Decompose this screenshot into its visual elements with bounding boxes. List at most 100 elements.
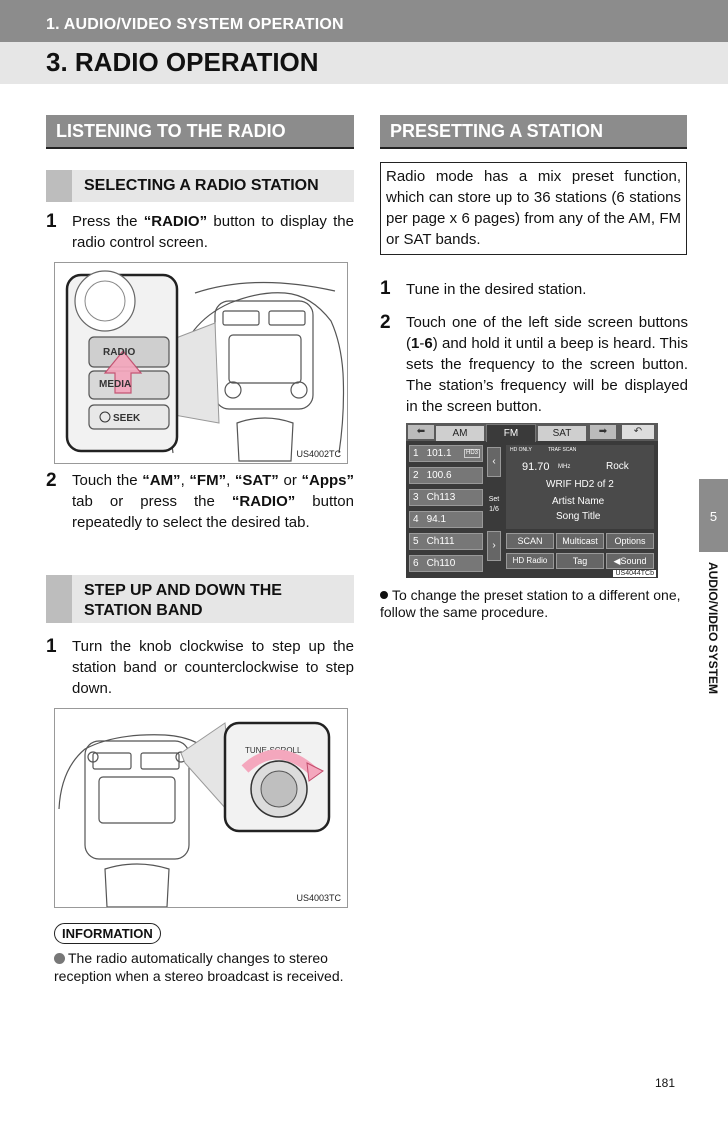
preset-button-3[interactable]: 3 Ch113	[409, 489, 483, 506]
chapter-side-label-text: AUDIO/VIDEO SYSTEM	[706, 562, 720, 695]
chapter-side-label: AUDIO/VIDEO SYSTEM	[699, 562, 728, 732]
information-text-block: The radio automatically changes to stere…	[54, 949, 346, 985]
bullet-dot-icon	[380, 591, 388, 599]
back-arrow-icon: ↶	[633, 426, 643, 437]
scan-button[interactable]: SCAN	[506, 533, 554, 549]
subsection-title: STEP UP AND DOWN THE STATION BAND	[84, 581, 348, 621]
step-text-part: or	[278, 472, 302, 489]
subsection-marker	[46, 170, 72, 202]
seek-button-label: SEEK	[113, 413, 141, 424]
station-name: WRIF HD2 of 2	[546, 479, 614, 490]
figure-code: US4003TC	[296, 893, 341, 903]
station-frequency: 91.70	[522, 461, 550, 473]
step-text-part: button repeatedly to select the desired …	[72, 493, 354, 531]
step-text-bold: 1	[411, 335, 420, 352]
preset-button-2[interactable]: 2 100.6	[409, 467, 483, 484]
bullet-text: To change the preset station to a differ…	[380, 587, 681, 620]
hd-badge: HD3	[463, 449, 480, 458]
information-badge: INFORMATION	[54, 923, 161, 944]
step-text: Touch one of the left side screen button…	[406, 312, 688, 417]
step-text: Press the “RADIO” button to display the …	[72, 211, 354, 253]
arrow-right-icon: ➡	[598, 426, 608, 437]
tab-am[interactable]: AM	[436, 426, 484, 441]
preset-button-5[interactable]: 5 Ch111	[409, 533, 483, 550]
step-text-bold: “Apps”	[301, 472, 355, 489]
arrow-left-icon: ⬅	[416, 426, 426, 437]
page-indicator: Set 1/6	[485, 495, 503, 515]
preset-value: 100.6	[426, 470, 452, 481]
section-title: PRESETTING A STATION	[390, 121, 604, 141]
artist-name: Artist Name	[552, 496, 605, 507]
frequency-unit: MHz	[558, 464, 571, 470]
preset-number: 4	[413, 514, 419, 525]
section-header-presetting: PRESETTING A STATION	[380, 115, 687, 149]
chevron-left-icon: ‹	[492, 456, 496, 467]
tab-sat[interactable]: SAT	[538, 426, 586, 441]
preset-number: 2	[413, 470, 419, 481]
sound-button[interactable]: ◀Sound	[606, 553, 654, 569]
step-text-part: Press the	[72, 213, 144, 230]
preset-number: 5	[413, 536, 419, 547]
step-number: 1	[46, 211, 57, 232]
preset-number: 3	[413, 492, 419, 503]
section-title: LISTENING TO THE RADIO	[56, 121, 286, 141]
page-up-button[interactable]: ‹	[487, 447, 501, 477]
tab-scroll-right[interactable]: ➡	[590, 425, 616, 439]
page-label: 1/6	[489, 506, 499, 513]
figure-radio-button: RADIO MEDIA SEEK US4002TC	[54, 262, 348, 464]
preset-button-1[interactable]: 1 101.1 HD3	[409, 445, 483, 462]
hd-only-indicator: HD ONLY	[510, 447, 532, 453]
figure-code: US4044TCb	[613, 570, 656, 577]
step-text-bold: “FM”	[189, 472, 227, 489]
step-text-part: ,	[226, 472, 235, 489]
step-number: 1	[380, 278, 391, 299]
options-button[interactable]: Options	[606, 533, 654, 549]
multicast-button[interactable]: Multicast	[556, 533, 604, 549]
figure-code: US4002TC	[296, 449, 341, 459]
step-text: Tune in the desired station.	[406, 281, 587, 298]
tab-fm[interactable]: FM	[486, 424, 536, 442]
chapter-title: 1. AUDIO/VIDEO SYSTEM OPERATION	[46, 16, 344, 33]
step-text-bold: 6	[424, 335, 433, 352]
subsection-title: SELECTING A RADIO STATION	[84, 177, 319, 194]
station-info-panel: HD ONLY TRAF SCAN 91.70 MHz Rock WRIF HD…	[506, 445, 654, 529]
step-text-part: Touch the	[72, 472, 143, 489]
set-label: Set	[488, 496, 500, 503]
media-button-label: MEDIA	[99, 379, 131, 390]
step-text-part: Touch one of the left side screen button…	[406, 314, 688, 352]
page-down-button[interactable]: ›	[487, 531, 501, 561]
preset-value: Ch111	[426, 536, 455, 547]
page-title: 3. RADIO OPERATION	[46, 47, 319, 77]
knob-illustration: TUNE·SCROLL	[58, 721, 331, 908]
page-title-bar: 3. RADIO OPERATION	[0, 42, 728, 84]
figure-tune-knob: TUNE·SCROLL US4003TC	[54, 708, 348, 908]
preset-number: 1	[413, 448, 419, 459]
back-button[interactable]: ↶	[622, 425, 654, 439]
tag-button[interactable]: Tag	[556, 553, 604, 569]
preset-value: 101.1	[426, 448, 452, 459]
step-text-part: ) and hold it until a beep is heard. Thi…	[406, 335, 688, 415]
step-number: 1	[46, 636, 57, 657]
step-text-part: -	[419, 335, 425, 352]
subsection-title-line: STEP UP AND DOWN THE	[84, 582, 282, 599]
step-text: Turn the knob clockwise to step up the s…	[72, 638, 354, 697]
section-header-listening: LISTENING TO THE RADIO	[46, 115, 354, 149]
chevron-right-icon: ›	[492, 540, 496, 551]
page-number: 181	[655, 1076, 676, 1090]
preset-bullet-note: To change the preset station to a differ…	[380, 587, 688, 621]
tab-scroll-left[interactable]: ⬅	[408, 425, 434, 439]
hd-radio-button[interactable]: HD Radio	[506, 553, 554, 569]
preset-value: Ch113	[426, 492, 456, 503]
preset-number: 6	[413, 558, 419, 569]
step-text-part: ,	[180, 472, 190, 489]
station-genre: Rock	[606, 461, 629, 472]
step-text-bold: “RADIO”	[143, 213, 208, 230]
preset-value: 94.1	[426, 514, 447, 525]
step-text-bold: “SAT”	[234, 472, 279, 489]
sound-label: Sound	[620, 556, 647, 566]
step-text: Touch the “AM”, “FM”, “SAT” or “Apps” ta…	[72, 470, 354, 533]
information-text: The radio automatically changes to stere…	[54, 950, 344, 984]
